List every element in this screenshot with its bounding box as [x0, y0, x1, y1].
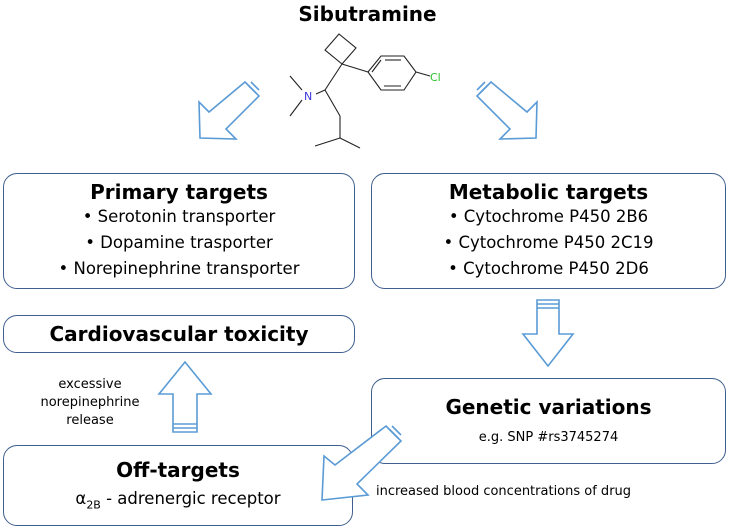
off-targets-title: Off-targets	[116, 458, 240, 482]
metabolic-targets-title: Metabolic targets	[448, 180, 649, 204]
arrow-to-primary-targets	[198, 80, 261, 140]
metabolic-target-item: • Cytochrome P450 2B6	[448, 207, 649, 226]
metabolic-target-item: • Cytochrome P450 2C19	[443, 233, 654, 252]
concentration-annotation: increased blood concentrations of drug	[376, 484, 632, 499]
primary-target-item: • Dopamine trasporter	[85, 233, 273, 252]
phenyl-ring	[367, 55, 417, 91]
arrow-to-cardiovascular-toxicity	[157, 360, 213, 433]
chlorine-atom-label: Cl	[430, 71, 441, 84]
primary-target-item: • Norepinephrine transporter	[58, 259, 300, 278]
cardiovascular-toxicity-box: Cardiovascular toxicity	[3, 315, 355, 353]
sibutramine-structure: N Cl	[289, 33, 441, 149]
primary-targets-title: Primary targets	[90, 180, 268, 204]
release-annotation: excessive norepinephrine release	[40, 377, 140, 428]
cyclobutane-ring	[324, 33, 357, 65]
diagram-title: Sibutramine	[298, 2, 437, 26]
genetic-variations-box: Genetic variations e.g. SNP #rs3745274	[371, 378, 726, 464]
nitrogen-atom-label: N	[304, 90, 312, 103]
metabolic-target-item: • Cytochrome P450 2D6	[448, 259, 649, 278]
off-target-item: α2B - adrenergic receptor	[75, 489, 281, 512]
primary-targets-box: Primary targets • Serotonin transporter …	[3, 173, 355, 289]
off-targets-box: Off-targets α2B - adrenergic receptor	[3, 445, 353, 526]
primary-target-item: • Serotonin transporter	[82, 207, 276, 226]
metabolic-targets-box: Metabolic targets • Cytochrome P450 2B6 …	[371, 173, 726, 289]
genetic-variation-example: e.g. SNP #rs3745274	[478, 430, 619, 445]
arrow-to-off-targets	[321, 424, 403, 501]
cardiovascular-toxicity-title: Cardiovascular toxicity	[49, 322, 309, 346]
arrow-to-metabolic-targets	[475, 80, 538, 140]
genetic-variations-title: Genetic variations	[445, 395, 652, 419]
arrow-to-genetic-variations	[521, 299, 575, 368]
